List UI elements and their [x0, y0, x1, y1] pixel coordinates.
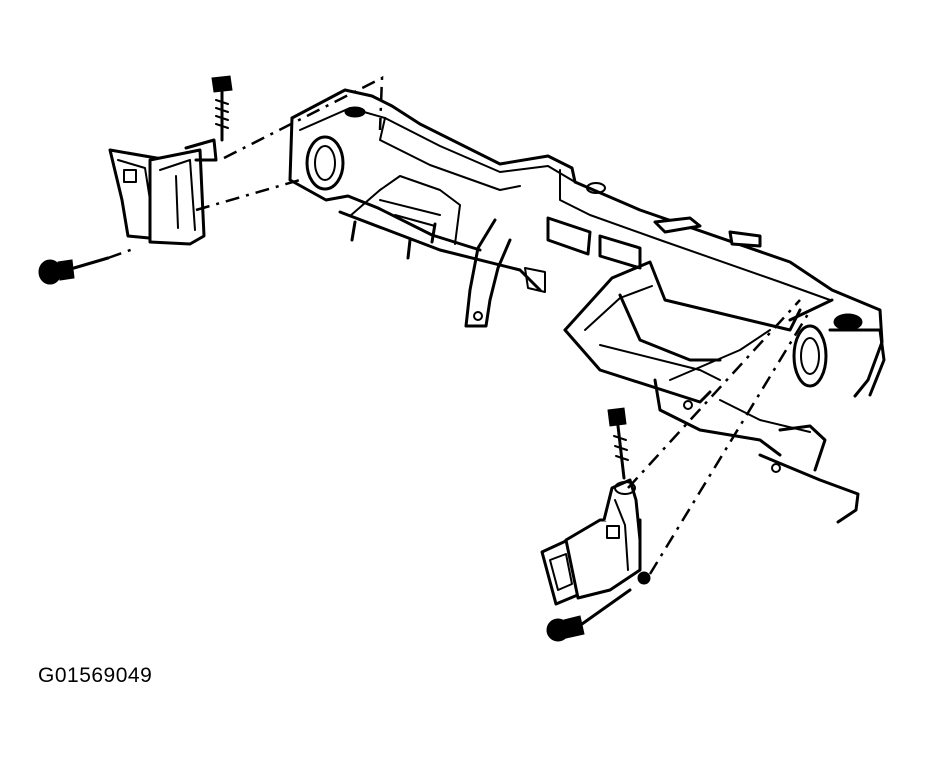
right-bracket	[540, 478, 651, 606]
left-horizontal-bolt	[38, 256, 110, 285]
figure-code-label: G01569049	[38, 664, 153, 687]
right-vertical-bolt	[607, 407, 629, 480]
frame-crossmember	[288, 88, 886, 398]
left-bracket	[108, 138, 218, 246]
left-vertical-bolt	[211, 75, 233, 142]
alignment-lines	[107, 75, 810, 575]
frame-front-box	[563, 260, 860, 524]
right-horizontal-bolt	[546, 588, 632, 642]
